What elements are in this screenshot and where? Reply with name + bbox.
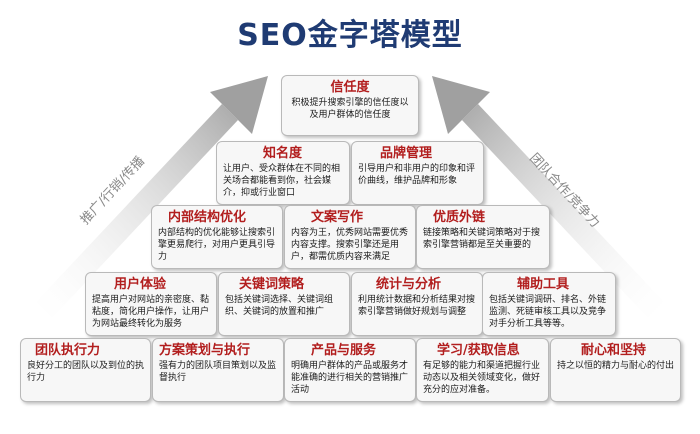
card-title: 学习/获取信息: [437, 343, 520, 358]
card-team-execution: 团队执行力 良好分工的团队以及到位的执行力: [20, 338, 151, 402]
card-brand-management: 品牌管理 引导用户和非用户的印象和评价曲线，维护品牌和形象: [351, 141, 484, 205]
card-title: 信任度: [330, 80, 370, 95]
card-title: 文案写作: [311, 210, 364, 225]
card-desc: 强有力的团队项目策划以及监督执行: [159, 361, 277, 383]
card-desc: 积极提升搜索引擎的信任度以及用户群体的信任度: [291, 98, 409, 120]
card-desc: 内部结构的优化能够让搜索引擎更易爬行，对用户更具引导力: [158, 228, 276, 262]
card-title: 品牌管理: [380, 146, 433, 161]
card-title: 方案策划与执行: [159, 343, 251, 358]
card-title: 关键词策略: [239, 277, 305, 292]
card-title: 用户体验: [114, 277, 167, 292]
card-title: 优质外链: [433, 210, 486, 225]
card-quality-links: 优质外链 链接策略和关键词策略对于搜索引擎营销都是至关重要的: [416, 205, 550, 269]
card-title: 知名度: [263, 146, 303, 161]
card-desc: 提高用户对网站的亲密度、黏粘度，简化用户操作，让用户为网站最终转化为服务: [92, 295, 210, 329]
card-title: 统计与分析: [376, 277, 442, 292]
card-desc: 有足够的能力和渠道把握行业动态以及相关领域变化，做好充分的应对准备。: [423, 361, 541, 395]
card-planning: 方案策划与执行 强有力的团队项目策划以及监督执行: [152, 338, 284, 402]
card-title: 耐心和坚持: [581, 343, 647, 358]
page-title: SEO金字塔模型: [237, 18, 463, 53]
card-desc: 引导用户和非用户的印象和评价曲线，维护品牌和形象: [358, 164, 476, 186]
card-title: 内部结构优化: [168, 210, 247, 225]
card-desc: 持之以恒的精力与耐心的付出: [557, 361, 675, 371]
card-learning: 学习/获取信息 有足够的能力和渠道把握行业动态以及相关领域变化，做好充分的应对准…: [416, 338, 549, 402]
card-title: 辅助工具: [517, 277, 570, 292]
right-arrow: [432, 76, 664, 318]
card-desc: 包括关键词调研、排名、外链监测、死链审核工具以及竞争对手分析工具等等。: [489, 295, 607, 329]
card-persistence: 耐心和坚持 持之以恒的精力与耐心的付出: [550, 338, 681, 402]
card-desc: 内容为王，优秀网站需要优秀内容支撑。搜索引擎还是用户，都需优质内容来满足: [291, 228, 409, 262]
card-statistics: 统计与分析 利用统计数据和分析结果对搜索引擎营销做好规划与调整: [351, 272, 483, 336]
card-internal-structure: 内部结构优化 内部结构的优化能够让搜索引擎更易爬行，对用户更具引导力: [151, 205, 283, 269]
card-desc: 良好分工的团队以及到位的执行力: [27, 361, 145, 383]
card-trust: 信任度 积极提升搜索引擎的信任度以及用户群体的信任度: [281, 75, 419, 136]
card-desc: 链接策略和关键词策略对于搜索引擎营销都是至关重要的: [423, 228, 541, 250]
card-user-experience: 用户体验 提高用户对网站的亲密度、黏粘度，简化用户操作，让用户为网站最终转化为服…: [85, 272, 217, 336]
card-awareness: 知名度 让用户、受众群体在不同的相关场合都能看到你，社会媒介，抑或行业窗口: [216, 141, 350, 205]
left-arrow: [36, 76, 268, 318]
card-product-service: 产品与服务 明确用户群体的产品或服务才能准确的进行相关的营销推广活动: [284, 338, 416, 402]
card-title: 产品与服务: [311, 343, 377, 358]
card-keyword-strategy: 关键词策略 包括关键词选择、关键词组织、关键词的放置和推广: [218, 272, 350, 336]
card-title: 团队执行力: [35, 343, 101, 358]
card-desc: 让用户、受众群体在不同的相关场合都能看到你，社会媒介，抑或行业窗口: [223, 164, 341, 198]
card-desc: 明确用户群体的产品或服务才能准确的进行相关的营销推广活动: [291, 361, 409, 395]
card-desc: 包括关键词选择、关键词组织、关键词的放置和推广: [225, 295, 334, 317]
card-desc: 利用统计数据和分析结果对搜索引擎营销做好规划与调整: [358, 295, 476, 317]
card-copywriting: 文案写作 内容为王，优秀网站需要优秀内容支撑。搜索引擎还是用户，都需优质内容来满…: [284, 205, 416, 269]
card-tools: 辅助工具 包括关键词调研、排名、外链监测、死链审核工具以及竞争对手分析工具等等。: [482, 272, 616, 336]
